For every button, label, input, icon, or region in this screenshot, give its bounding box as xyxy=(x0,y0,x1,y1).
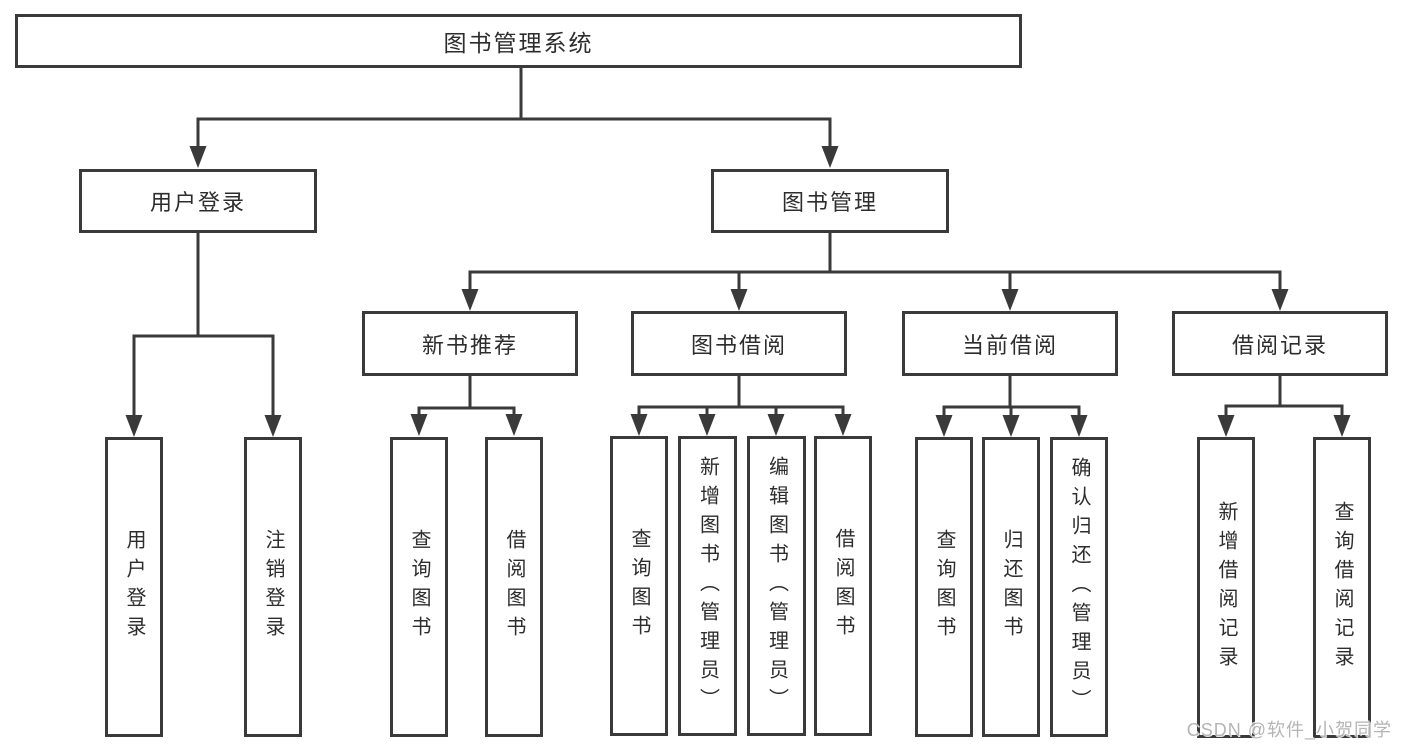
csdn-watermark: CSDN @软件_小贺同学 xyxy=(1186,720,1392,740)
leaf-user-login: 用户登录 xyxy=(105,437,163,737)
leaf-add-books-admin: 新增图书（管理员） xyxy=(678,436,737,736)
leaf-query-borrow-record: 查询借阅记录 xyxy=(1313,437,1371,738)
leaf-confirm-return-admin: 确认归还（管理员） xyxy=(1050,437,1108,737)
leaf-borrow-books-recommend: 借阅图书 xyxy=(485,437,543,737)
node-book-borrowing: 图书借阅 xyxy=(631,311,847,376)
leaf-query-books-borrowing: 查询图书 xyxy=(610,436,668,736)
leaf-query-books-current: 查询图书 xyxy=(915,437,973,737)
leaf-add-borrow-record: 新增借阅记录 xyxy=(1197,437,1255,738)
leaf-edit-books-admin: 编辑图书（管理员） xyxy=(747,436,806,736)
leaf-query-books-recommend: 查询图书 xyxy=(390,437,448,737)
node-user-login: 用户登录 xyxy=(79,169,317,233)
node-book-management: 图书管理 xyxy=(711,169,949,233)
node-borrowing-records: 借阅记录 xyxy=(1172,311,1388,376)
leaf-borrow-books: 借阅图书 xyxy=(814,436,872,736)
connector-paths xyxy=(132,66,1344,421)
node-current-borrowing: 当前借阅 xyxy=(902,311,1118,376)
arrowheads xyxy=(125,146,1351,437)
node-library-system: 图书管理系统 xyxy=(15,14,1022,68)
leaf-logout: 注销登录 xyxy=(244,437,302,737)
leaf-return-books: 归还图书 xyxy=(982,437,1040,737)
node-new-book-recommendation: 新书推荐 xyxy=(362,311,578,376)
